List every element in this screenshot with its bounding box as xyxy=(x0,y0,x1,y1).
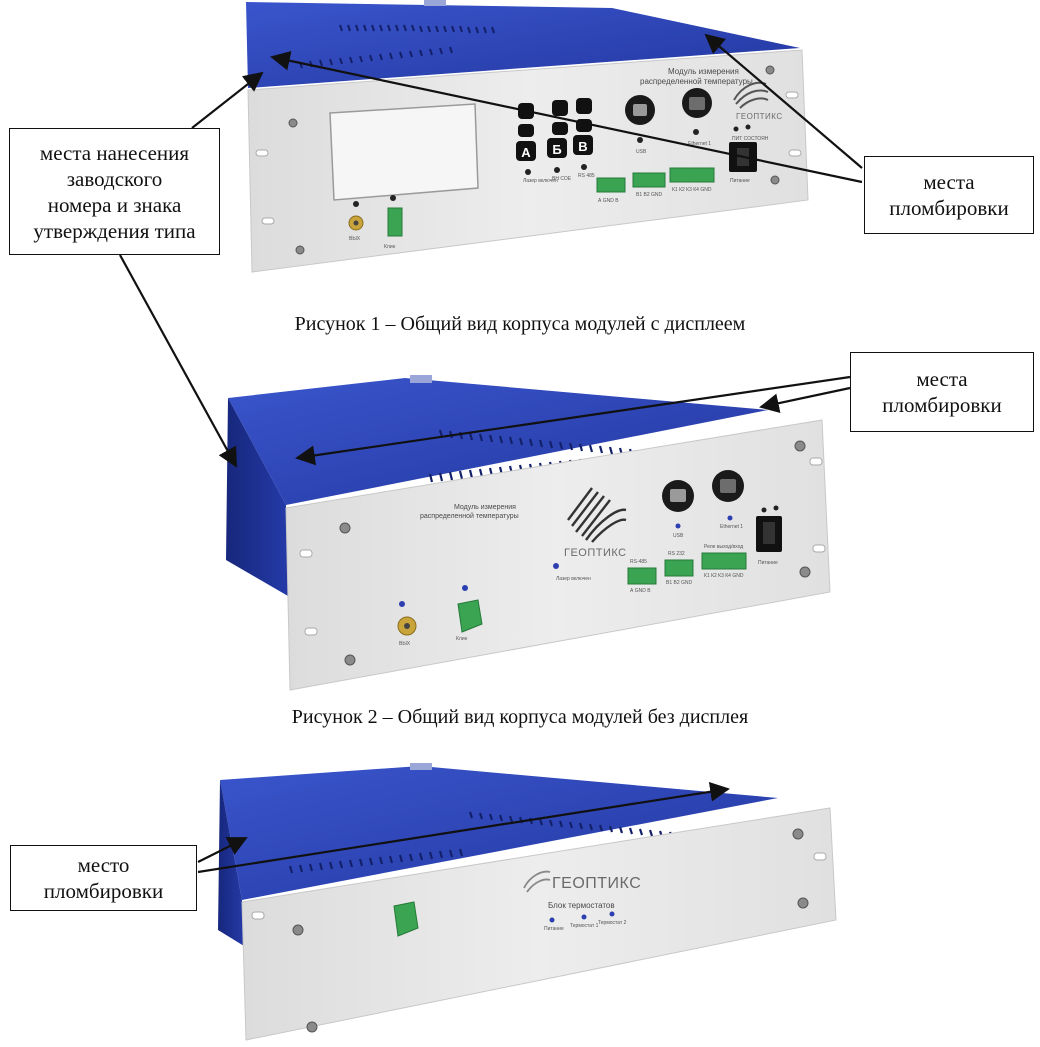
device3-led1-label: Питание xyxy=(544,926,564,932)
device1-title-line1: Модуль измерения xyxy=(668,67,739,76)
device3-front-panel xyxy=(241,807,837,1041)
device3-logo-mark xyxy=(523,870,551,893)
device2-usb-label: USB xyxy=(673,533,684,539)
device1-led2-label: ВН СОЕ xyxy=(552,176,572,182)
device2-ethernet-port xyxy=(712,470,744,502)
device2-relay-label: Реле выход/вход xyxy=(704,544,743,550)
figure-1-caption: Рисунок 1 – Общий вид корпуса модулей с … xyxy=(294,313,746,335)
device1-usb-label: USB xyxy=(636,149,647,155)
device1-ethernet-label: Ethernet 1 xyxy=(688,141,711,147)
device2-term1-label: А GND В xyxy=(630,588,651,594)
device-with-display: А Б В Лазер включен ВН СОЕ RS 485 USB E xyxy=(246,0,809,273)
device2-title-line2: распределенной температуры xyxy=(420,512,519,520)
device1-key-switch xyxy=(387,195,403,237)
device2-switch-label: Клин xyxy=(456,636,468,642)
pointer-arrows xyxy=(119,33,863,874)
device3-led3-label: Термостат 2 xyxy=(598,920,627,926)
callout-factory-number-line3: номера и знака xyxy=(47,192,182,217)
device3-latch xyxy=(410,763,432,770)
device2-sma-connector xyxy=(397,601,417,636)
device1-led1-label: Лазер включен xyxy=(523,178,558,184)
device1-usb-port xyxy=(625,95,655,125)
device1-switch-label: Клин xyxy=(384,244,396,250)
callout-seal-fig1-line1: места xyxy=(923,170,975,194)
device1-sma-connector xyxy=(348,201,364,231)
device2-rack-slots xyxy=(299,457,826,636)
device2-laser-label: Лазер включен xyxy=(556,576,591,582)
device3-cover-side xyxy=(218,780,244,946)
device1-ethernet-port xyxy=(682,88,712,118)
callout-seal-fig1-line2: пломбировки xyxy=(889,196,1009,220)
device1-term2-label: В1 В2 GND xyxy=(636,192,663,198)
device1-screws xyxy=(288,65,780,255)
device1-latch xyxy=(424,0,446,6)
device2-ethernet-label: Ethernet 1 xyxy=(720,524,743,530)
callout-factory-number-line2: заводского xyxy=(66,166,163,191)
device1-display xyxy=(329,103,479,201)
device2-laser-led xyxy=(553,563,559,569)
device2-front-panel xyxy=(285,419,831,691)
callout-seal-fig2-line1: места xyxy=(916,367,968,391)
device1-cover-top xyxy=(246,2,800,88)
device1-power-label: Питание xyxy=(730,178,750,184)
device1-brand: ГЕОПТИКС xyxy=(736,112,783,121)
callout-seal-fig2-line2: пломбировки xyxy=(882,393,1002,417)
device1-leds xyxy=(525,124,751,175)
callout-factory-number-line1: места нанесения xyxy=(39,140,190,165)
device2-cover-side xyxy=(226,398,288,596)
device2-term2-label: В1 В2 GND xyxy=(666,580,693,586)
device1-terminals xyxy=(596,167,715,193)
callout-seal-fig3-line2: пломбировки xyxy=(43,879,164,903)
device1-term3-label: К1 К2 К3 К4 GND xyxy=(672,187,712,193)
device1-power-leds-label: ПИТ СОСТОЯН xyxy=(732,136,769,142)
figure-2-caption: Рисунок 2 – Общий вид корпуса модулей бе… xyxy=(291,706,749,728)
device2-power-label: Питание xyxy=(758,560,778,566)
device2-power-switch xyxy=(756,505,782,552)
callout-seal-fig2: места пломбировки xyxy=(850,352,1034,432)
device1-rack-slots xyxy=(255,91,802,225)
device3-leds xyxy=(549,911,615,923)
callout-factory-number: места нанесения заводского номера и знак… xyxy=(9,128,220,255)
device1-title-line2: распределенной температуры xyxy=(640,77,753,86)
device3-subtitle: Блок термостатов xyxy=(548,901,615,910)
device2-logo-mark xyxy=(567,487,627,543)
device-without-display: Модуль измерения распределенной температ… xyxy=(226,375,831,691)
device2-usb-port xyxy=(662,480,694,512)
device3-brand: ГЕОПТИКС xyxy=(552,875,641,892)
device1-key-b: Б xyxy=(552,142,561,157)
device1-keypad xyxy=(516,98,593,161)
device3-screws xyxy=(292,828,809,1033)
callout-seal-fig1: места пломбировки xyxy=(864,156,1034,234)
callout-seal-fig3: место пломбировки xyxy=(10,845,197,911)
device2-term3-label: К1 К2 К3 К4 GND xyxy=(704,573,744,579)
callout-factory-number-line4: утверждения типа xyxy=(33,218,196,243)
device3-cover-top xyxy=(220,766,778,900)
device2-usb-led xyxy=(675,523,681,529)
device2-brand: ГЕОПТИКС xyxy=(564,547,627,559)
device3-led2-label: Термостат 1 xyxy=(570,923,599,929)
device1-sma-label: ВЫХ xyxy=(349,236,361,242)
device3-rack-slots xyxy=(251,852,827,920)
device1-key-v: В xyxy=(578,139,587,154)
device2-ethernet-led xyxy=(727,515,733,521)
device1-led3-label: RS 485 xyxy=(578,173,595,179)
device1-term1-label: А GND В xyxy=(598,198,619,204)
device1-key-a: А xyxy=(521,145,531,160)
device2-rs232-label: RS 232 xyxy=(668,551,685,557)
device1-vents xyxy=(299,24,495,69)
device2-latch xyxy=(410,375,432,383)
device3-key-switch xyxy=(393,901,419,937)
device2-key-switch xyxy=(457,585,483,633)
device2-terminals xyxy=(627,552,747,585)
device2-rs485-label: RS-485 xyxy=(630,559,647,565)
device2-title-line1: Модуль измерения xyxy=(454,504,516,511)
callout-seal-fig3-line1: место xyxy=(77,853,130,877)
device-thermostat-block: ГЕОПТИКС Блок термостатов Питание Термос… xyxy=(218,763,837,1041)
device2-sma-label: ВЫХ xyxy=(399,641,411,647)
device2-screws xyxy=(339,440,811,666)
device3-vents xyxy=(288,811,704,874)
